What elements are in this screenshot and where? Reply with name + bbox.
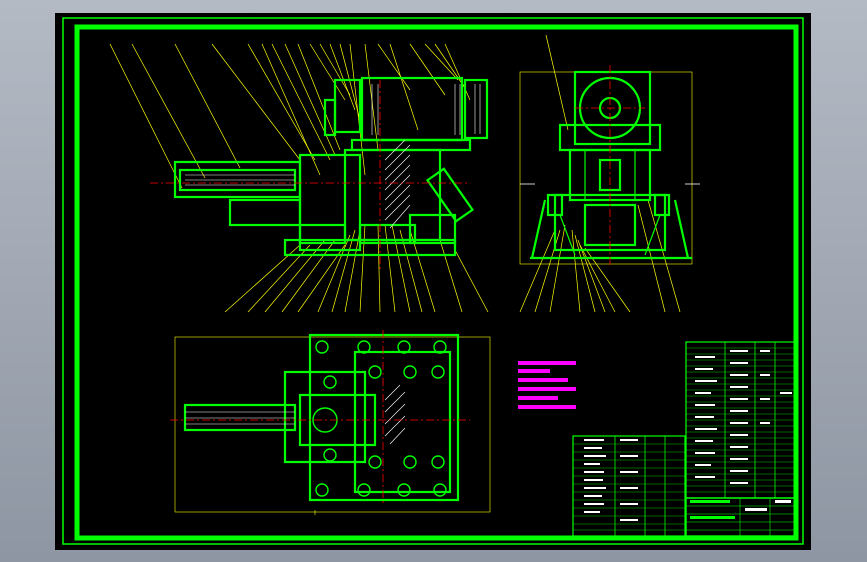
parts-table-right [685,341,796,499]
title-block [685,497,796,537]
front-view [109,43,489,313]
front-hatch [384,139,411,229]
front-leaders-top [109,43,471,189]
inner-frame [74,24,799,541]
parts-table-left [572,435,686,537]
technical-notes [518,361,576,409]
drawing-sheet [55,13,811,550]
side-view [519,34,700,313]
outer-frame [62,17,804,545]
top-view [170,330,491,515]
